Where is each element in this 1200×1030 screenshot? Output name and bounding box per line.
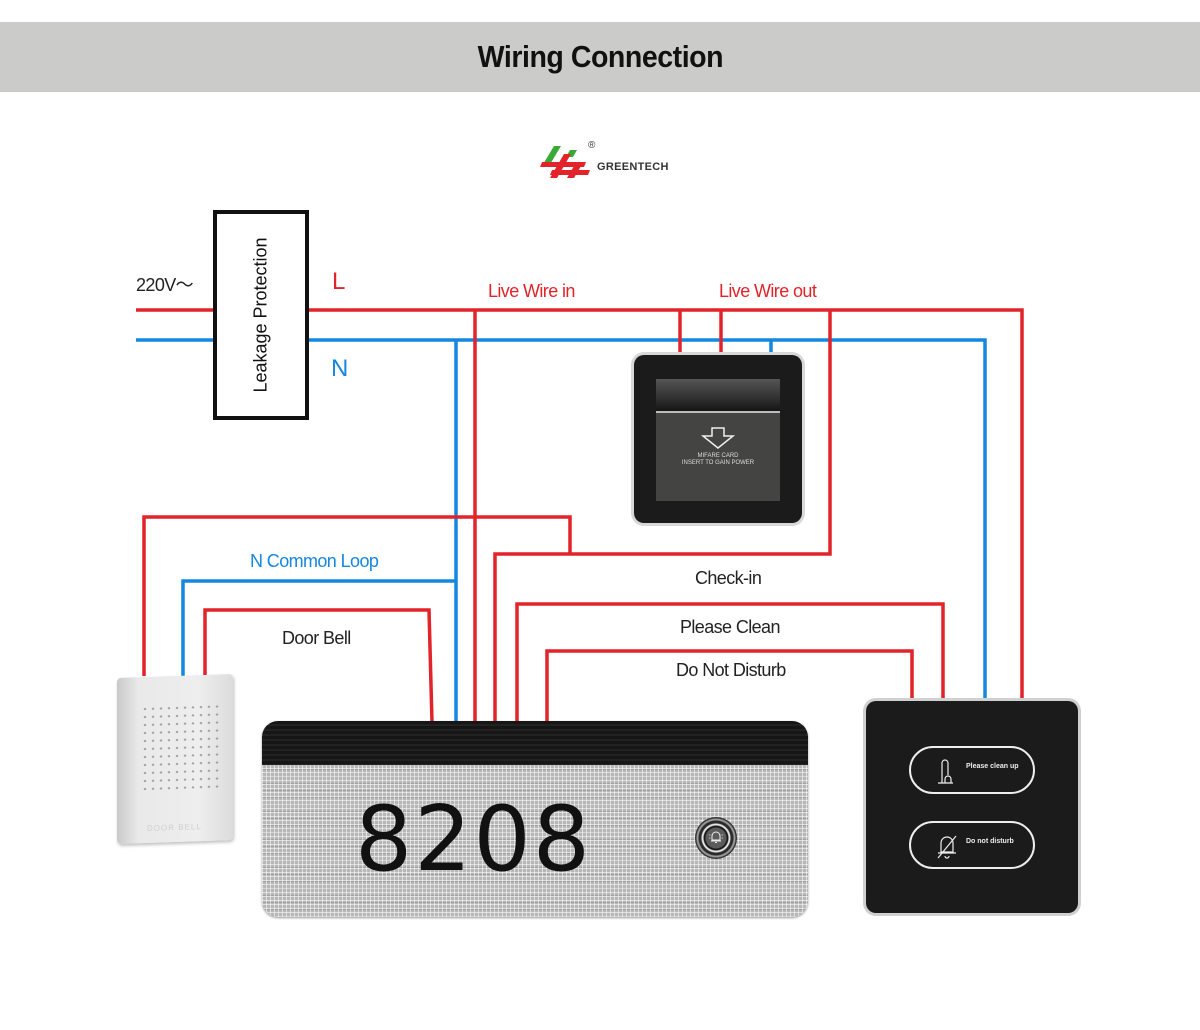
card-power-switch: MIFARE CARD INSERT TO GAIN POWER [634,355,802,523]
plate-body: 8208 [262,765,808,917]
breaker-label: Leakage Protection [250,237,271,393]
neutral-label: N [331,355,348,382]
live-wire-out-label: Live Wire out [719,281,817,301]
card-instruction-line1: MIFARE CARD [697,453,739,459]
check-in-wire [493,310,832,722]
greentech-logo: ® GREENTECH [540,140,670,190]
broom-icon [938,759,953,784]
speaker-grille [141,702,221,794]
leakage-protection-breaker: Leakage Protection [213,210,309,420]
down-arrow-icon [701,427,735,449]
please-clean-up-label: Please clean up [966,763,1019,770]
brand-name: GREENTECH [597,161,669,173]
do-not-disturb-label: Do Not Disturb [676,660,786,680]
bell-live-wire [142,515,572,676]
page-title: Wiring Connection [477,39,723,74]
door-bell-device-label: DOOR BELL [147,822,202,833]
n-common-loop-wire [181,579,456,676]
please-clean-label: Please Clean [680,617,780,637]
card-switch-face: MIFARE CARD INSERT TO GAIN POWER [656,413,780,501]
room-number: 8208 [355,787,593,892]
plate-top-strip [262,721,808,765]
live-wire-in-label: Live Wire in [488,281,575,301]
live-supply-wire [136,308,1024,700]
card-instruction-line2: INSERT TO GAIN POWER [681,460,755,466]
header-bar: Wiring Connection [0,22,1200,92]
neutral-supply-wire [136,338,987,700]
do-not-disturb-button-label: Do not disturb [966,838,1014,845]
do-not-disturb-button[interactable]: Do not disturb [909,821,1035,869]
registered-mark: ® [588,140,596,151]
do-not-disturb-wire [545,649,914,722]
bell-icon [709,831,723,843]
door-bell-device: DOOR BELL [117,673,233,845]
door-bell-wire [203,608,434,723]
n-common-loop-label: N Common Loop [250,551,379,571]
please-clean-up-button[interactable]: Please clean up [909,746,1035,794]
greentech-logo-icon [540,146,590,178]
door-bell-label: Door Bell [282,628,351,648]
room-number-plate: 8208 [262,721,808,917]
bell-off-icon [937,835,957,859]
dnd-mur-panel: Please clean up Do not disturb [866,701,1078,913]
check-in-label: Check-in [695,568,762,588]
voltage-label: 220V～ [136,275,194,295]
doorbell-button[interactable] [695,817,737,859]
card-slot[interactable] [656,379,780,413]
live-label: L [332,268,345,295]
card-instruction: MIFARE CARD INSERT TO GAIN POWER [656,453,780,467]
please-clean-wire [515,602,945,722]
